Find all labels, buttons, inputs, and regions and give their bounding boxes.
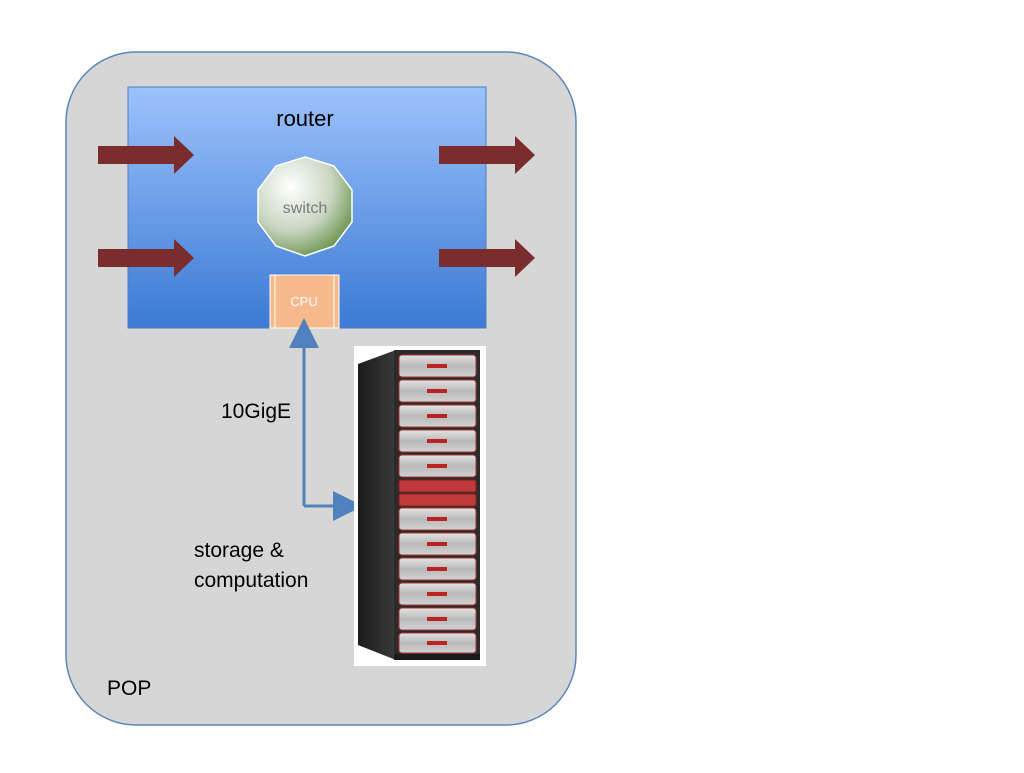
cpu-label: CPU [290,294,317,309]
router-label: router [276,106,333,131]
link-label: 10GigE [221,400,291,423]
switch-label: switch [283,200,327,217]
input-arrow-1 [98,136,194,174]
output-arrow-1 [439,136,535,174]
input-arrow-2 [98,239,194,277]
storage-label-line2: computation [194,569,308,592]
pop-label: POP [107,677,151,700]
output-arrow-2 [439,239,535,277]
storage-rack-image [354,346,486,666]
switch-shape [257,156,353,257]
storage-label-line1: storage & [194,539,284,562]
